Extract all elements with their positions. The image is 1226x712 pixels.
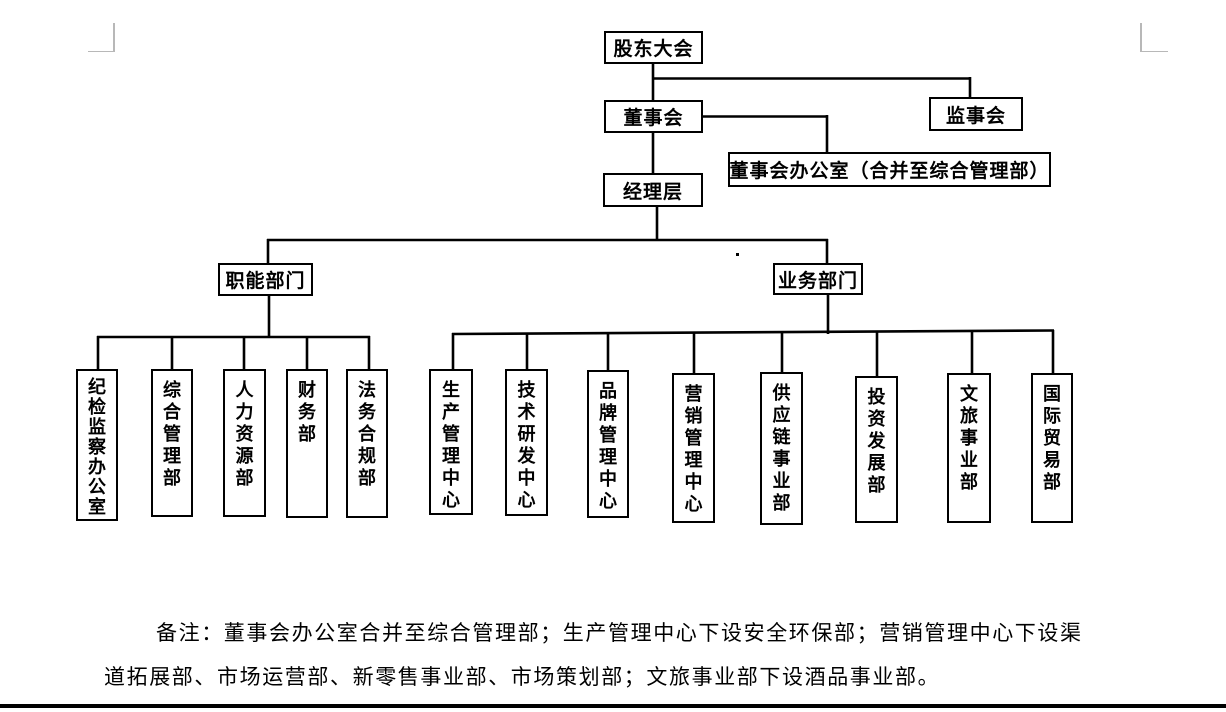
node-board-of-directors: 董事会 xyxy=(604,100,703,133)
bottom-divider-line xyxy=(0,704,1226,708)
line-business-trunk xyxy=(451,329,1055,336)
node-supply-chain-division: 供应链事业部 xyxy=(760,372,803,525)
node-technology-rd-center: 技术研发中心 xyxy=(505,369,548,516)
node-investment-development-dept: 投资发展部 xyxy=(855,376,898,523)
node-business-departments-header: 业务部门 xyxy=(773,263,863,295)
page-margin-mark-top-right-vertical xyxy=(1140,23,1142,52)
stray-dot xyxy=(736,253,739,256)
note-text-line-2: 道拓展部、市场运营部、新零售事业部、市场策划部；文旅事业部下设酒品事业部。 xyxy=(104,665,941,689)
node-board-office: 董事会办公室（合并至综合管理部） xyxy=(728,152,1051,187)
node-finance-dept: 财务部 xyxy=(286,369,328,518)
node-discipline-inspection-office: 纪检监察办公室 xyxy=(76,369,118,521)
node-marketing-management-center: 营销管理中心 xyxy=(672,373,715,523)
note-text-line-1: 备注：董事会办公室合并至综合管理部；生产管理中心下设安全环保部；营销管理中心下设… xyxy=(156,621,1083,645)
node-human-resources-dept: 人力资源部 xyxy=(223,369,266,517)
node-supervisory-board: 监事会 xyxy=(929,97,1023,131)
node-general-management-dept: 综合管理部 xyxy=(151,369,193,517)
page-margin-mark-top-right-horizontal xyxy=(1141,50,1168,52)
node-legal-compliance-dept: 法务合规部 xyxy=(346,369,388,518)
node-culture-tourism-division: 文旅事业部 xyxy=(947,373,991,523)
node-brand-management-center: 品牌管理中心 xyxy=(587,370,629,518)
node-shareholders-meeting: 股东大会 xyxy=(604,31,703,64)
node-production-management-center: 生产管理中心 xyxy=(429,369,473,515)
node-functional-departments-header: 职能部门 xyxy=(218,263,313,296)
node-international-trade-dept: 国际贸易部 xyxy=(1031,373,1073,523)
node-management-layer: 经理层 xyxy=(603,173,703,207)
page-margin-mark-top-left-horizontal xyxy=(88,50,115,52)
page-margin-mark-top-left-vertical xyxy=(113,23,115,52)
